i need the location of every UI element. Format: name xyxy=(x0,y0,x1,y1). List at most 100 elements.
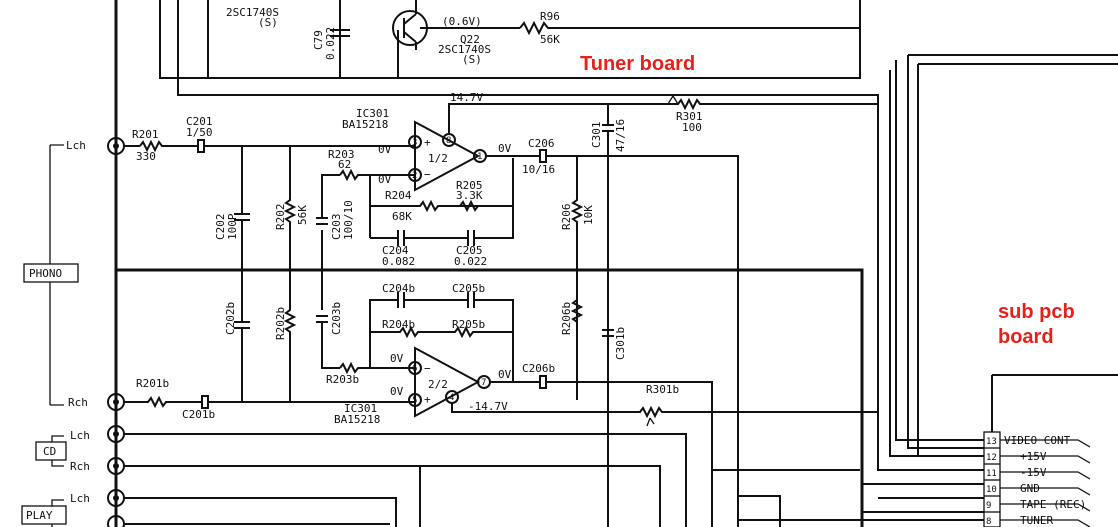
svg-text:7: 7 xyxy=(481,378,486,388)
c202b-name: C202b xyxy=(224,302,237,335)
svg-text:8: 8 xyxy=(446,136,451,146)
input-section: PHONO Lch Rch CD Lch Rch PLAY Lch xyxy=(21,0,864,527)
svg-text:1: 1 xyxy=(477,152,482,162)
r205-name: R205 xyxy=(456,179,483,192)
q22-part-label: 2SC1740S xyxy=(438,43,491,56)
l-zero-v-1: 0V xyxy=(378,143,392,156)
play-lch-label: Lch xyxy=(70,492,90,505)
c203-value: 100/10 xyxy=(342,200,355,240)
svg-text:5: 5 xyxy=(412,396,417,406)
svg-text:−: − xyxy=(424,168,431,181)
l-zero-v-2: 0V xyxy=(378,173,392,186)
ic-name-bottom: IC301 xyxy=(344,402,377,415)
svg-text:+: + xyxy=(424,136,431,149)
r205-value: 3.3K xyxy=(456,189,483,202)
r201-value: 330 xyxy=(136,150,156,163)
cd-lch-label: Lch xyxy=(70,429,90,442)
r204b-name: R204b xyxy=(382,318,415,331)
c204b-name: C204b xyxy=(382,282,415,295)
c205b-name: C205b xyxy=(452,282,485,295)
r201-name: R201 xyxy=(132,128,159,141)
svg-text:+: + xyxy=(424,393,431,406)
q22-name-label: Q22 xyxy=(460,33,480,46)
phono-rch-label: Rch xyxy=(68,396,88,409)
connector-pin-number: 12 xyxy=(986,453,997,463)
r203-name: R203 xyxy=(328,148,355,161)
phono-label: PHONO xyxy=(29,267,62,280)
connector-pin-number: 9 xyxy=(986,501,991,511)
r206-name: R206 xyxy=(560,204,573,231)
c201-name: C201 xyxy=(186,115,213,128)
r204-value: 68K xyxy=(392,210,412,223)
r301-value: 100 xyxy=(682,121,702,134)
tuner-board-annotation: Tuner board xyxy=(580,53,695,75)
connector-pin-number: 13 xyxy=(986,437,997,447)
r-zero-v-2: 0V xyxy=(390,385,404,398)
r206b-name: R206b xyxy=(560,302,573,335)
c202-name: C202 xyxy=(214,214,227,241)
svg-text:4: 4 xyxy=(449,393,454,403)
q22-voltage-label: (0.6V) xyxy=(442,15,482,28)
q22-s-label: (S) xyxy=(462,53,482,66)
r301b-name: R301b xyxy=(646,383,679,396)
c203-name: C203 xyxy=(330,214,343,241)
r301-name: R301 xyxy=(676,110,703,123)
c204-name: C204 xyxy=(382,244,409,257)
r96-value-label: 56K xyxy=(540,33,560,46)
c205-name: C205 xyxy=(456,244,483,257)
connector-pin-number: 10 xyxy=(986,485,997,495)
c204-value: 0.082 xyxy=(382,255,415,268)
r96-name-label: R96 xyxy=(540,10,560,23)
ic-part-bottom: BA15218 xyxy=(334,413,380,426)
c205-value: 0.022 xyxy=(454,255,487,268)
r201b-name: R201b xyxy=(136,377,169,390)
r-zero-v-1: 0V xyxy=(390,352,404,365)
svg-text:6: 6 xyxy=(412,364,417,374)
c203b-name: C203b xyxy=(330,302,343,335)
c201-value: 1/50 xyxy=(186,126,213,139)
r-out-zero-v: 0V xyxy=(498,368,512,381)
left-channel-circuit: R201 330 C201 1/50 C202 100P R202 56K C2… xyxy=(124,91,878,527)
q21-part-label: 2SC1740S xyxy=(226,6,279,19)
r203-value: 62 xyxy=(338,158,351,171)
ic-vplus-label: 14.7V xyxy=(450,91,483,104)
right-channel-circuit: R201b C201b C202b R202b C203b R203b 0V 0… xyxy=(124,270,878,527)
l-out-zero-v: 0V xyxy=(498,142,512,155)
c202-value: 100P xyxy=(226,213,239,240)
c79-value-label: 0.022 xyxy=(324,27,337,60)
phono-lch-label: Lch xyxy=(66,139,86,152)
svg-text:3: 3 xyxy=(412,138,417,148)
c301b-name: C301b xyxy=(614,327,627,360)
q21-s-label: (S) xyxy=(258,16,278,29)
top-partial-circuit: 2SC1740S (S) C79 0.022 (0.6V) Q22 2SC174… xyxy=(159,0,879,270)
c79-name-label: C79 xyxy=(312,30,325,50)
c301-value: 47/16 xyxy=(614,119,627,152)
svg-text:2: 2 xyxy=(412,171,417,181)
r202b-name: R202b xyxy=(274,307,287,340)
r205b-name: R205b xyxy=(452,318,485,331)
sub-pcb-annotation-line1: sub pcb xyxy=(998,301,1075,323)
ic-half2-label: 2/2 xyxy=(428,378,448,391)
ic-name-top: IC301 xyxy=(356,107,389,120)
ic-part-top: BA15218 xyxy=(342,118,388,131)
ic-half1-label: 1/2 xyxy=(428,152,448,165)
c206b-name: C206b xyxy=(522,362,555,375)
ic-vminus-label: -14.7V xyxy=(468,400,508,413)
connector-pin-number: 8 xyxy=(986,517,991,527)
bottom-bus-lines xyxy=(124,433,1000,527)
svg-text:−: − xyxy=(424,362,431,375)
cd-label: CD xyxy=(43,445,56,458)
r202-value: 56K xyxy=(296,205,309,225)
play-label: PLAY xyxy=(26,509,53,522)
c201b-name: C201b xyxy=(182,408,215,421)
r204-name: R204 xyxy=(385,189,412,202)
sub-pcb-annotation-line2: board xyxy=(998,326,1054,348)
c206-name: C206 xyxy=(528,137,555,150)
connector-pin-number: 11 xyxy=(986,469,997,479)
r202-name: R202 xyxy=(274,204,287,231)
cd-rch-label: Rch xyxy=(70,460,90,473)
c206-value: 10/16 xyxy=(522,163,555,176)
r206-value: 10K xyxy=(582,205,595,225)
